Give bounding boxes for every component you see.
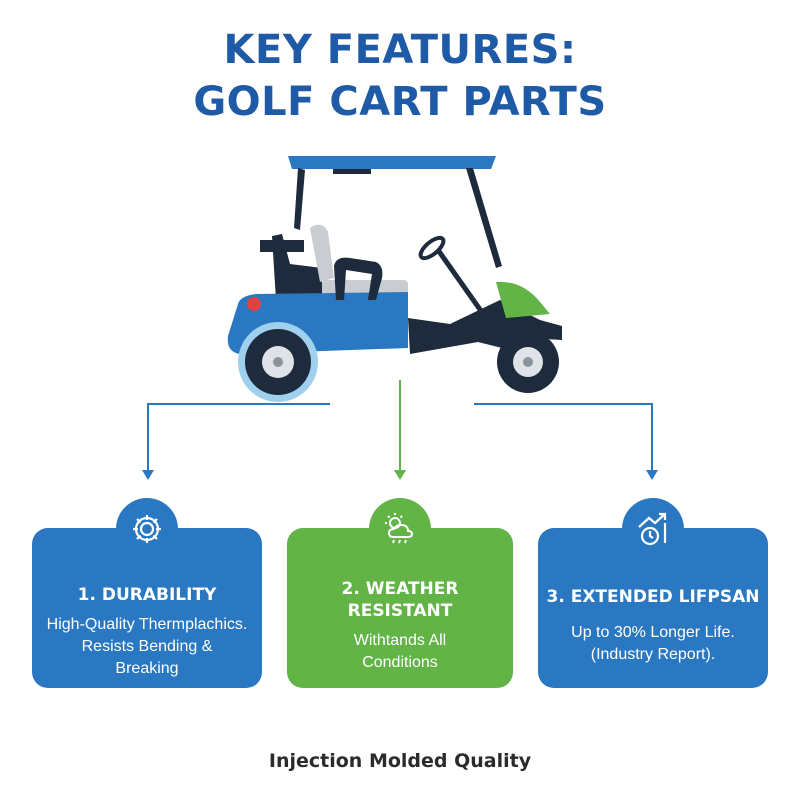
arrowhead-left [142, 470, 154, 480]
feature-title: 1. DURABILITY [77, 585, 217, 605]
cart-armrest [334, 257, 383, 300]
feature-description: Withtands All Conditions [287, 630, 513, 674]
feature-description: Up to 30% Longer Life. (Industry Report)… [538, 622, 768, 666]
title-line-2: GOLF CART PARTS [193, 79, 607, 125]
clock-growth-icon-badge [622, 498, 684, 560]
connector-left [147, 403, 330, 474]
footer-tagline: Injection Molded Quality [268, 750, 532, 772]
cart-roof-clip [333, 169, 371, 174]
weather-icon-badge [369, 498, 431, 560]
cart-headrest [260, 240, 304, 252]
cart-seat-cushion [310, 224, 334, 282]
cart-steering-wheel [418, 235, 446, 261]
desc-line-2: Resists Bending & [81, 638, 213, 655]
gear-icon-badge [116, 498, 178, 560]
feature-title: 3. EXTENDED LIFPSAN [546, 587, 760, 607]
desc-line-1: Withtands All [353, 632, 447, 649]
page-title: KEY FEATURES: GOLF CART PARTS [0, 24, 800, 128]
desc-line-1: High-Quality Thermplachics. [46, 616, 248, 633]
title-line-2: RESISTANT [347, 601, 453, 621]
cart-tail-light [247, 297, 261, 311]
feature-description: High-Quality Thermplachics. Resists Bend… [32, 614, 262, 680]
desc-line-2: Conditions [362, 654, 438, 671]
golf-cart-illustration [227, 156, 562, 402]
feature-card-lifespan: 3. EXTENDED LIFPSAN Up to 30% Longer Lif… [538, 498, 768, 688]
feature-card-weather: 2. WEATHER RESISTANT Withtands All Condi… [287, 498, 513, 688]
desc-line-2: (Industry Report). [590, 646, 716, 663]
clock-growth-icon [638, 512, 667, 546]
desc-line-1: Up to 30% Longer Life. [571, 624, 735, 641]
cart-front-post [466, 168, 502, 268]
title-line-1: KEY FEATURES: [223, 27, 577, 73]
cart-roof [288, 156, 496, 169]
feature-card-durability: 1. DURABILITY High-Quality Thermplachics… [32, 498, 262, 688]
arrowhead-center [394, 470, 406, 480]
cart-steering-column [435, 248, 489, 320]
cart-front-fender [496, 281, 550, 318]
connector-right [474, 403, 653, 474]
title-line-1: 2. WEATHER [341, 579, 459, 599]
cart-rear-post [294, 168, 305, 230]
desc-line-3: Breaking [115, 660, 179, 677]
arrowhead-right [646, 470, 658, 480]
gear-icon [133, 515, 161, 543]
feature-title: 2. WEATHER RESISTANT [287, 578, 513, 622]
weather-icon [385, 513, 414, 544]
